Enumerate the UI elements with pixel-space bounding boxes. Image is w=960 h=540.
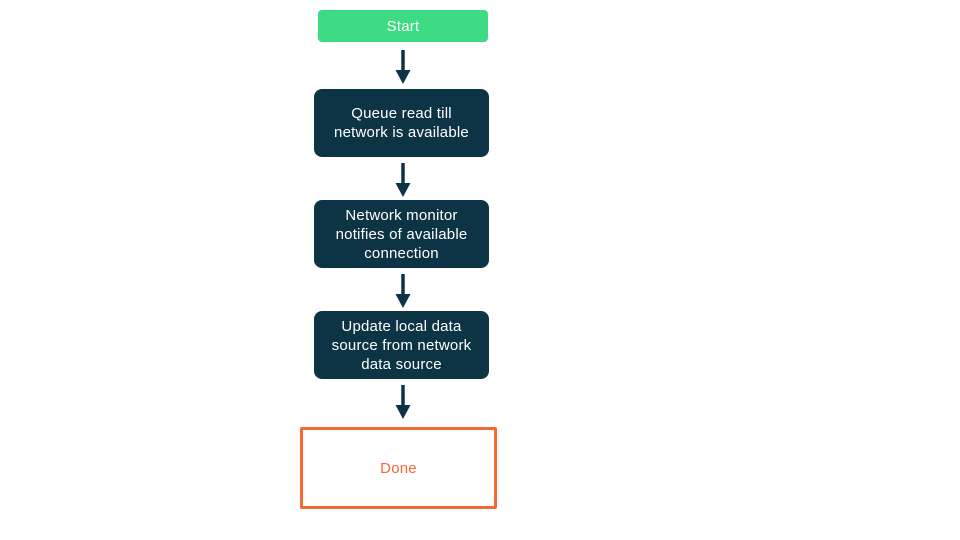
flow-node-done: Done [300, 427, 497, 509]
flow-node-start-label: Start [386, 17, 420, 35]
arrow-down-icon [395, 50, 411, 84]
flow-node-network-monitor: Network monitor notifies of available co… [314, 200, 489, 268]
flow-node-network-monitor-label: Network monitor notifies of available co… [335, 206, 468, 262]
flow-node-queue-read-label: Queue read till network is available [334, 105, 469, 141]
flow-node-queue-read: Queue read till network is available [314, 89, 489, 157]
flow-node-start: Start [318, 10, 488, 42]
arrow-down-icon [395, 163, 411, 197]
flow-node-update-local-data: Update local data source from network da… [314, 311, 489, 379]
arrow-down-icon [395, 274, 411, 308]
flow-node-done-label: Done [380, 459, 417, 477]
arrow-down-icon [395, 385, 411, 419]
flow-node-update-local-data-label: Update local data source from network da… [331, 317, 472, 373]
